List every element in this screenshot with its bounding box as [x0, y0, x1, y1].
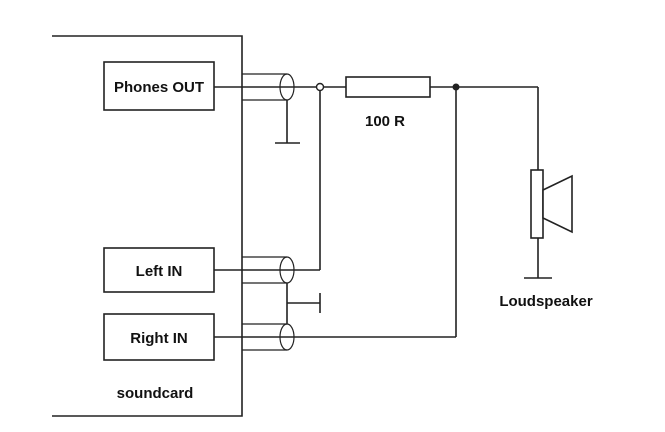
loudspeaker-icon	[530, 169, 573, 239]
right-in-box	[103, 313, 215, 361]
junction-node-left	[315, 82, 325, 92]
phones-out-label: Phones OUT	[114, 79, 204, 96]
phones-out-box	[103, 61, 215, 111]
resistor	[345, 76, 431, 98]
soundcard-label: soundcard	[117, 385, 194, 402]
phones-out-shielded-cable	[214, 73, 320, 144]
left-in-label: Left IN	[136, 263, 183, 280]
loudspeaker-label: Loudspeaker	[499, 293, 593, 310]
right-in-shielded-cable	[214, 323, 456, 351]
left-in-box	[103, 247, 215, 293]
resistor-label: 100 R	[365, 113, 405, 130]
right-in-label: Right IN	[130, 330, 188, 347]
soundcard-outline	[52, 35, 243, 417]
left-in-shielded-cable	[214, 256, 320, 284]
